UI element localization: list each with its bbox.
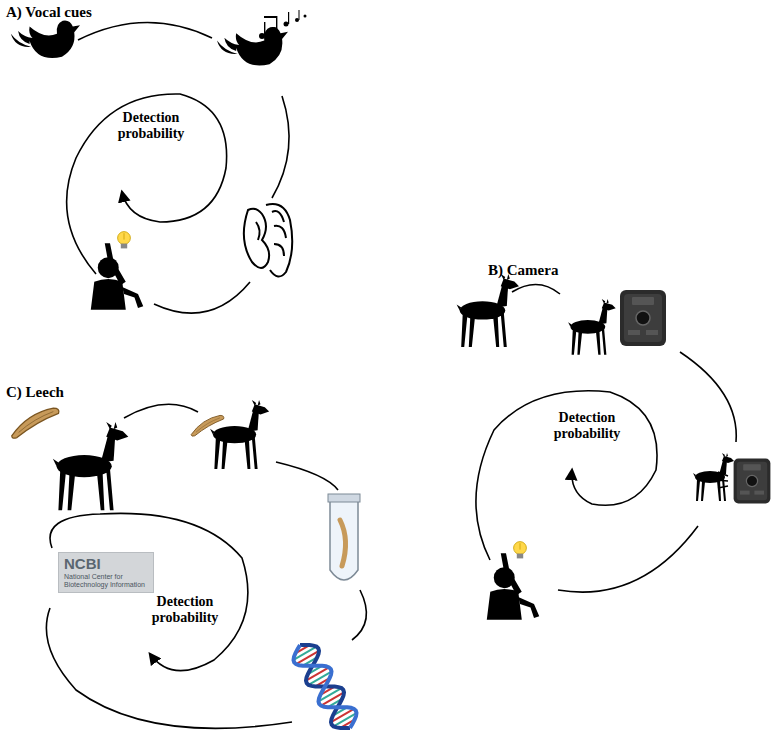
ear-hand (244, 204, 292, 277)
dna-helix (294, 645, 357, 728)
panel-title: C) Leech (6, 384, 64, 401)
logo-text: NCBI (64, 556, 148, 573)
cycle-label: Detection probability (108, 110, 194, 142)
panel-title: A) Vocal cues (6, 4, 92, 21)
logo-box: NCBINational Center for Biotechnology In… (58, 552, 154, 593)
music-notes (259, 10, 307, 39)
sample-tube (328, 494, 360, 580)
cycle-label: Detection probability (142, 594, 228, 626)
panel-title: B) Camera (488, 262, 558, 279)
logo-subtitle: National Center for Biotechnology Inform… (64, 573, 148, 589)
flash-lines (716, 472, 728, 488)
cycle-spiral (46, 22, 736, 728)
cycle-label: Detection probability (544, 410, 630, 442)
